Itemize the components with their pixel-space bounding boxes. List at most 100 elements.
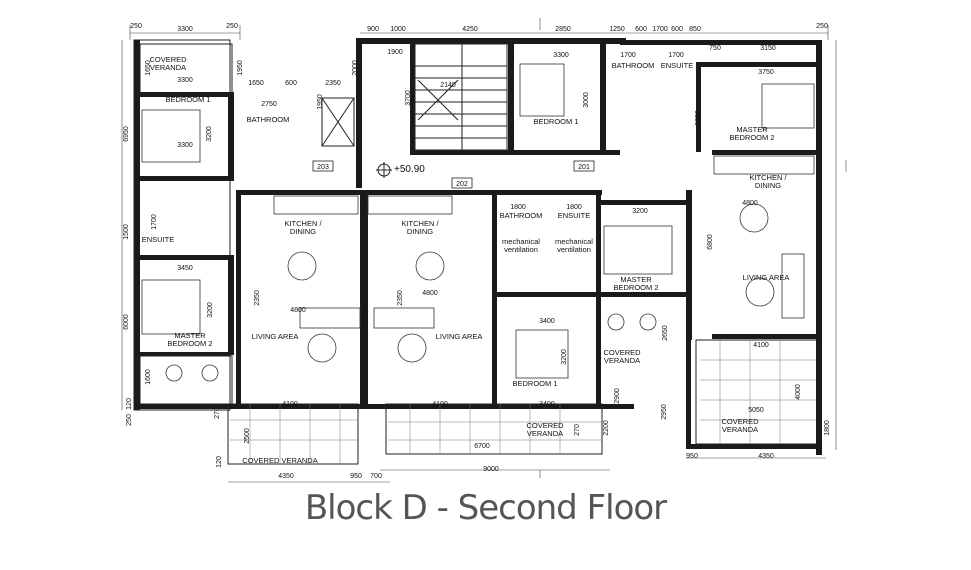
dimension-label: 3700	[405, 90, 412, 106]
dimension-label: 1800	[824, 420, 831, 436]
dimension-label: 3250	[695, 110, 702, 126]
elevation-label: +50.90	[394, 164, 425, 175]
room-label: KITCHEN /DINING	[284, 219, 322, 236]
room-label: ENSUITE	[142, 235, 175, 244]
plan-title: Block D - Second Floor	[304, 488, 667, 528]
dimension-label: 6000	[123, 314, 130, 330]
dimension-label: 600	[285, 80, 297, 87]
door-markers: 203 202 201	[312, 160, 595, 189]
dimension-label: 4350	[758, 453, 774, 460]
dimension-label: 2350	[254, 290, 261, 306]
dimension-label: 250	[226, 23, 238, 30]
dining-table	[739, 203, 769, 233]
dimension-label: 3300	[177, 26, 193, 33]
room-label: BEDROOM 1	[533, 117, 578, 126]
dimension-label: 1650	[145, 60, 152, 76]
dimension-label: 4800	[422, 290, 438, 297]
dimension-label: 1700	[652, 26, 668, 33]
dimension-label: 4100	[753, 342, 769, 349]
veranda-hatching	[230, 340, 816, 464]
dimension-label: 250	[816, 23, 828, 30]
dimension-label: 4800	[290, 307, 306, 314]
dimension-label: 1500	[123, 224, 130, 240]
dimension-label: 3400	[539, 318, 555, 325]
marker-label: 201	[578, 164, 590, 171]
dimension-label: 1800	[510, 204, 526, 211]
dimension-label: 9000	[483, 466, 499, 473]
furniture	[141, 63, 815, 382]
kitchen-counter	[367, 195, 453, 215]
dimension-label: 4350	[278, 473, 294, 480]
room-label: KITCHEN /DINING	[401, 219, 439, 236]
dimension-label: 2950	[661, 404, 668, 420]
dimension-label: 700	[370, 473, 382, 480]
dimension-label: 3400	[539, 401, 555, 408]
dimension-label: 3200	[206, 126, 213, 142]
dimension-label: 1700	[668, 52, 684, 59]
dimension-label: 5050	[748, 407, 764, 414]
dimension-label: 3450	[177, 265, 193, 272]
marker-label: 203	[317, 164, 329, 171]
dimension-label: 1700	[620, 52, 636, 59]
sofa	[781, 253, 805, 319]
dimension-label: 2350	[325, 80, 341, 87]
dimension-label: 1250	[609, 26, 625, 33]
dimension-label: 6800	[707, 234, 714, 250]
dimension-label: 3000	[583, 92, 590, 108]
dimension-label: 2750	[261, 101, 277, 108]
dimension-label: 3300	[177, 77, 193, 84]
dimension-label: 1800	[566, 204, 582, 211]
dimension-label: 2000	[352, 60, 359, 76]
kitchen-counter	[273, 195, 359, 215]
dimension-label: 2900	[614, 388, 621, 404]
dining-table	[415, 251, 445, 281]
dimension-label: 900	[367, 26, 379, 33]
dimension-label: 2850	[555, 26, 571, 33]
dimension-label: 1700	[151, 214, 158, 230]
dimension-label: 3200	[207, 302, 214, 318]
room-label: BATHROOM	[247, 115, 290, 124]
marker-label: 202	[456, 181, 468, 188]
dimension-label: 250	[126, 414, 133, 426]
bed	[761, 83, 815, 129]
room-label: COVERED VERANDA	[242, 456, 317, 465]
dimension-label: 270	[574, 424, 581, 436]
dimension-label: 6950	[123, 126, 130, 142]
bed	[141, 109, 201, 163]
dimension-label: 850	[689, 26, 701, 33]
walls	[133, 38, 822, 465]
dimension-label: 750	[709, 45, 721, 52]
room-label: BATHROOM	[500, 211, 543, 220]
coffee-table	[397, 333, 427, 363]
coffee-table	[307, 333, 337, 363]
marker-box	[451, 177, 473, 189]
dimension-label: 1000	[390, 26, 406, 33]
dimension-label: 3300	[553, 52, 569, 59]
room-label: LIVING AREA	[252, 332, 299, 341]
dimension-label: 3300	[177, 142, 193, 149]
dimension-label: 2650	[662, 325, 669, 341]
marker-box	[312, 160, 334, 172]
sofa	[299, 307, 361, 329]
dimension-label: 2350	[397, 290, 404, 306]
marker-box	[573, 160, 595, 172]
dimension-label: 1600	[145, 369, 152, 385]
room-label: ENSUITE	[558, 211, 591, 220]
dimension-label: 4250	[462, 26, 478, 33]
dimension-label: 3150	[760, 45, 776, 52]
dimension-label: 3750	[758, 69, 774, 76]
dimension-label: 6700	[474, 443, 490, 450]
room-label: LIVING AREA	[743, 273, 790, 282]
sofa	[373, 307, 435, 329]
dimension-label: 4100	[282, 401, 298, 408]
kitchen-counter	[713, 155, 815, 175]
coffee-table	[745, 277, 775, 307]
